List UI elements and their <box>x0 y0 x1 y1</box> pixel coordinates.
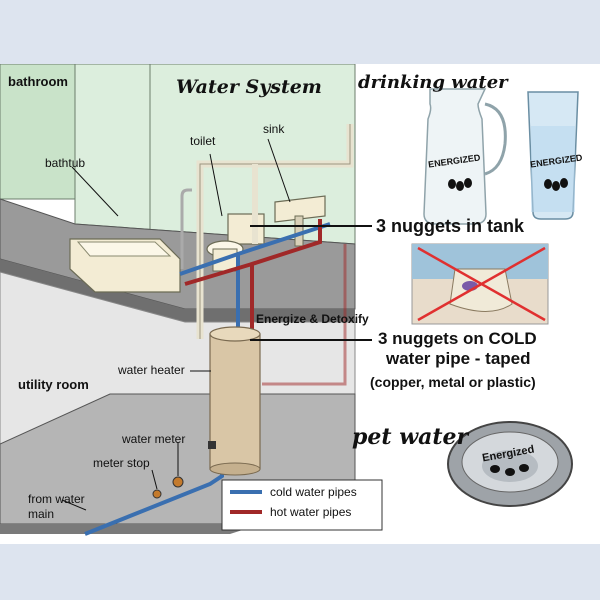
bathtub-label: bathtub <box>45 156 86 170</box>
water-heater-label: water heater <box>118 363 185 377</box>
water-heater-body <box>209 333 261 470</box>
toilet-tank <box>227 213 265 245</box>
main-leader <box>61 499 87 511</box>
glass-nugget-3 <box>560 178 568 188</box>
pet-bowl-water <box>482 450 538 482</box>
diagram-title: Water System <box>176 76 322 98</box>
water-heater-top <box>209 326 261 342</box>
bathroom-label: bathroom <box>8 74 68 89</box>
hot-riser-path <box>262 244 347 386</box>
meter-stop-body <box>152 489 162 499</box>
glass-nugget-1 <box>544 179 552 189</box>
toilet-photo-bowl <box>449 268 513 312</box>
legend-cold-label: cold water pipes <box>270 485 357 499</box>
from-water-main-label-2: main <box>28 507 55 521</box>
bathtub-basin <box>76 241 172 257</box>
legend-hot-label: hot water pipes <box>270 505 352 519</box>
utility-room-label: utility room <box>18 377 89 392</box>
pitcher-shape <box>423 88 487 225</box>
from-water-main-label-1: from water <box>28 492 85 506</box>
bowl-nugget-1 <box>490 465 500 473</box>
hot-pipe-path <box>184 219 322 341</box>
bathroom-floor-edge <box>0 259 355 322</box>
pitcher-nugget-3 <box>464 178 472 188</box>
cross-line-2 <box>417 246 546 322</box>
pitcher-handle <box>484 102 507 176</box>
bowl-nugget-2 <box>505 468 515 476</box>
sink-basin <box>274 195 326 223</box>
diagram-canvas: bathroom Water System drinking water toi… <box>0 64 600 544</box>
pitcher-nugget-2 <box>456 181 464 191</box>
water-heater-bottom <box>209 462 261 476</box>
glass-water <box>531 126 575 212</box>
cold-note-line2: water pipe - taped <box>386 349 531 368</box>
sink-pedestal <box>294 215 304 247</box>
shower-pipe <box>180 188 192 269</box>
materials-note: (copper, metal or plastic) <box>370 374 536 390</box>
bathtub-leader <box>71 166 119 217</box>
energize-label: Energize & Detoxify <box>256 312 369 326</box>
sink-label: sink <box>263 122 285 136</box>
tank-note: 3 nuggets in tank <box>376 216 525 236</box>
vent-pipe-outline <box>199 124 351 339</box>
meter-stop-leader <box>151 469 158 490</box>
toilet-label: toilet <box>190 134 216 148</box>
water-meter-label: water meter <box>122 432 186 446</box>
bowl-nugget-3 <box>519 464 529 472</box>
legend-box <box>221 479 383 531</box>
toilet-leader <box>209 153 223 217</box>
water-heater-valve <box>208 441 216 449</box>
glass-nugget-2 <box>552 181 560 191</box>
sink-leader <box>267 138 291 203</box>
meter-stop-label: meter stop <box>93 456 150 470</box>
water-meter-body <box>172 476 184 488</box>
pitcher-nugget-1 <box>448 179 456 189</box>
diagram-drawing <box>0 64 579 536</box>
cold-note-line1: 3 nuggets on COLD <box>378 329 537 348</box>
pet-water-label: pet water <box>352 424 469 450</box>
drinking-water-label: drinking water <box>358 72 508 93</box>
